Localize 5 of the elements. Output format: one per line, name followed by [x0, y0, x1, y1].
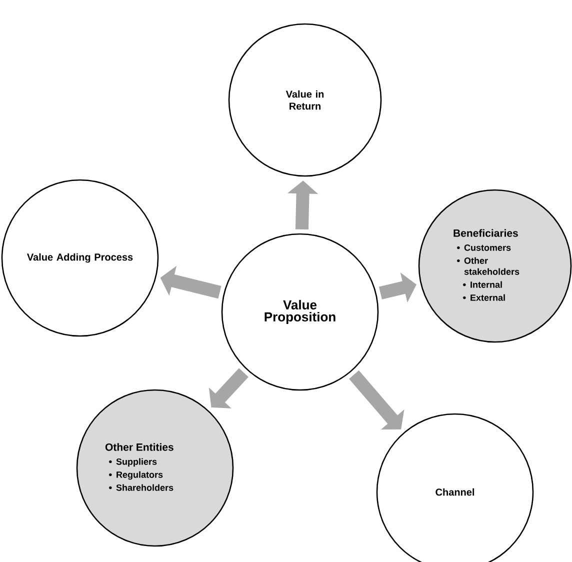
circle-node: Value Adding Process — [1, 179, 159, 337]
circle-node: Other Entities Suppliers Regulators Shareholders — [76, 389, 234, 547]
circle-node: Value Proposition — [221, 233, 379, 391]
circle-node: Value in Return — [228, 23, 382, 177]
circle-node: Beneficiaries Customers Other stakeholders Internal External — [418, 189, 572, 343]
